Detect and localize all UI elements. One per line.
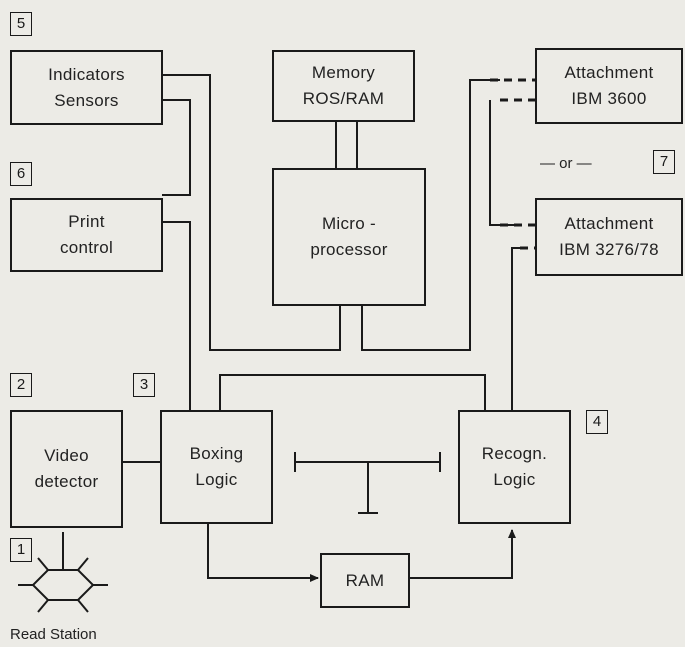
or-label: — or — (540, 155, 592, 172)
read-station-icon (18, 532, 108, 613)
number-4: 4 (586, 410, 608, 434)
recogn-logic-label: Logic (493, 470, 536, 489)
indicators-sensors-block: Indicators Sensors (10, 50, 163, 125)
indicators-bus-line-a (162, 74, 341, 351)
attachment-3600-label: Attachment (564, 63, 654, 82)
micro-label: Micro - (321, 214, 377, 233)
number-3: 3 (133, 373, 155, 397)
processor-label: processor (310, 240, 388, 259)
number-6: 6 (10, 162, 32, 186)
ibm-3276-label: IBM 3276/78 (559, 240, 659, 259)
ibm-3600-label: IBM 3600 (571, 89, 647, 108)
ram-label: RAM (345, 570, 385, 590)
sensors-label: Sensors (54, 90, 119, 110)
indicators-label: Indicators (48, 64, 125, 84)
microprocessor-block: Micro - processor (272, 168, 426, 306)
att3600-link (489, 100, 515, 226)
micro-to-attachment-line (361, 79, 500, 351)
boxing-logic-block: Boxing Logic (160, 410, 273, 524)
print-to-boxing-line (162, 221, 191, 410)
recognition-logic-block: Recogn. Logic (458, 410, 571, 524)
boxing-to-recogn-line (219, 374, 486, 410)
boxing-label: Boxing (189, 444, 244, 463)
print-control-block: Print control (10, 198, 163, 272)
boxing-logic-label: Logic (195, 470, 238, 489)
print-label: Print (68, 212, 105, 231)
recogn-to-att3276-line (511, 247, 525, 410)
attachment-ibm-3276-block: Attachment IBM 3276/78 (535, 198, 683, 276)
video-detector-block: Video detector (10, 410, 123, 528)
video-label: Video (44, 446, 89, 465)
ram-to-recogn-arrow (410, 529, 516, 579)
memory-label: Memory (311, 63, 376, 82)
number-1: 1 (10, 538, 32, 562)
number-7: 7 (653, 150, 675, 174)
indicators-bus-line-b (162, 99, 191, 196)
memory-block: Memory ROS/RAM (272, 50, 415, 122)
boxing-to-ram-arrow (207, 524, 319, 582)
recogn-label: Recogn. (481, 444, 548, 463)
attachment-3276-label: Attachment (564, 214, 654, 233)
number-2: 2 (10, 373, 32, 397)
ros-ram-label: ROS/RAM (302, 89, 385, 108)
read-station-label: Read Station (10, 626, 97, 643)
ram-block: RAM (320, 553, 410, 608)
detector-label: detector (34, 472, 99, 491)
attachment-ibm-3600-block: Attachment IBM 3600 (535, 48, 683, 124)
number-5: 5 (10, 12, 32, 36)
control-label: control (59, 238, 114, 257)
